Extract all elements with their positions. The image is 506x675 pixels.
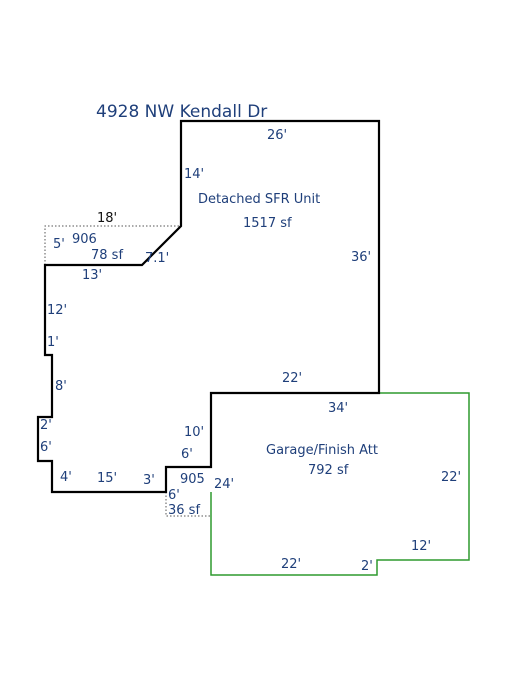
house-name-label: Detached SFR Unit (198, 192, 320, 207)
dim-jog-2: 2' (40, 418, 52, 433)
area-906-size: 78 sf (91, 248, 123, 263)
house-outline (36, 119, 381, 494)
dim-garage-bottom-right: 12' (411, 539, 431, 554)
dim-garage-left: 24' (214, 477, 234, 492)
dim-step-6: 6' (181, 447, 193, 462)
dim-garage-jog: 2' (361, 559, 373, 574)
dim-house-right: 36' (351, 250, 371, 265)
area-905-code: 905 (180, 472, 205, 487)
area-905-outline (165, 492, 211, 517)
dim-jog-small: 1' (47, 335, 59, 350)
dim-left-mid: 8' (55, 379, 67, 394)
dim-garage-bottom: 22' (281, 557, 301, 572)
dim-bottom-4: 4' (60, 470, 72, 485)
dim-left-6: 6' (40, 440, 52, 455)
garage-size-label: 792 sf (308, 463, 349, 478)
dim-house-left-upper: 14' (184, 167, 204, 182)
address-title: 4928 NW Kendall Dr (96, 102, 267, 122)
dim-ledge: 13' (82, 268, 102, 283)
dim-garage-top: 34' (328, 401, 348, 416)
dim-area906-side: 5' (53, 237, 65, 252)
dim-area905-side: 6' (168, 488, 180, 503)
house-size-label: 1517 sf (243, 216, 292, 231)
garage-name-label: Garage/Finish Att (266, 443, 378, 458)
dim-house-bottom-right: 22' (282, 371, 302, 386)
dim-left-long: 12' (47, 303, 67, 318)
area-906-code: 906 (72, 232, 97, 247)
dim-bottom-15: 15' (97, 471, 117, 486)
dim-step-10: 10' (184, 425, 204, 440)
dim-house-top: 26' (267, 128, 287, 143)
dim-garage-right: 22' (441, 470, 461, 485)
dim-diag: 7.1' (145, 251, 169, 266)
dim-area906-top: 18' (97, 211, 117, 226)
dim-bottom-3: 3' (143, 473, 155, 488)
area-905-size: 36 sf (168, 503, 200, 518)
garage-outline (210, 392, 470, 576)
area-906-outline (44, 225, 181, 265)
